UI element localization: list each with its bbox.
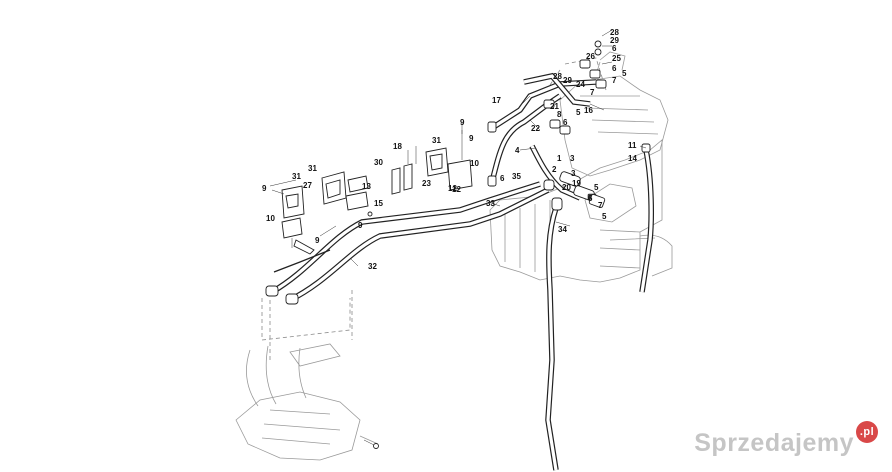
callout-label: 6 — [612, 44, 617, 53]
bracket-clamps-upper — [391, 130, 473, 195]
callout-label: 6 — [563, 118, 568, 127]
callout-label: 31 — [432, 136, 441, 145]
callout-label: 35 — [512, 172, 521, 181]
watermark-badge: .pl — [856, 421, 878, 443]
callout-label: 22 — [531, 124, 540, 133]
callout-label: 1 — [557, 154, 562, 163]
callout-label: 18 — [393, 142, 402, 151]
callout-label: 9 — [469, 134, 474, 143]
callout-label: 15 — [374, 199, 383, 208]
callout-label: 32 — [368, 262, 377, 271]
callout-label: 3 — [570, 154, 575, 163]
callout-label: 33 — [486, 199, 495, 208]
callout-label: 7 — [590, 88, 595, 97]
valve-couplers — [543, 40, 613, 208]
pipe-upper-loop — [523, 72, 591, 107]
callout-label: 19 — [572, 179, 581, 188]
pipe-34 — [545, 207, 559, 471]
callout-label: 7 — [612, 76, 617, 85]
bracket-clamps-middle — [321, 171, 373, 217]
pipe-fittings — [265, 121, 651, 305]
callout-label: 26 — [586, 52, 595, 61]
callout-label: 5 — [622, 69, 627, 78]
callout-label: 10 — [470, 159, 479, 168]
callout-label: 12 — [452, 185, 461, 194]
callout-label: 29 — [610, 36, 619, 45]
callout-label: 6 — [588, 194, 593, 203]
callout-label: 3 — [571, 169, 576, 178]
callout-label: 25 — [612, 54, 621, 63]
callout-label: 17 — [492, 96, 501, 105]
callout-label: 6 — [612, 64, 617, 73]
watermark-text: Sprzedajemy — [694, 429, 854, 457]
callout-label: 7 — [598, 201, 603, 210]
callout-label: 4 — [515, 146, 520, 155]
pipe-33 — [270, 181, 541, 295]
pipe-32 — [288, 187, 550, 303]
callout-label: 11 — [628, 141, 637, 150]
callout-label: 16 — [584, 106, 593, 115]
callout-label: 28 — [553, 72, 562, 81]
callout-label: 8 — [557, 110, 562, 119]
callout-label: 9 — [358, 221, 363, 230]
callout-label: 27 — [303, 181, 312, 190]
callout-label: 30 — [374, 158, 383, 167]
callout-label: 5 — [594, 183, 599, 192]
callout-label: 5 — [576, 108, 581, 117]
pipe-14 — [639, 149, 654, 293]
bolts — [269, 122, 463, 449]
callout-label: 28 — [610, 28, 619, 37]
callout-label: 5 — [602, 212, 607, 221]
callout-label: 14 — [628, 154, 637, 163]
pipe-left-thin — [273, 249, 331, 273]
pipe-22 — [489, 93, 562, 183]
callout-label: 31 — [308, 164, 317, 173]
callout-label: 31 — [292, 172, 301, 181]
callout-label: 9 — [315, 236, 320, 245]
bracket-clamps-left — [271, 185, 315, 255]
callout-label: 12 — [448, 184, 457, 193]
pipe-4 — [529, 144, 582, 201]
callout-label: 34 — [558, 225, 567, 234]
callout-label: 21 — [550, 102, 559, 111]
callout-leaders — [349, 29, 647, 267]
callout-label: 20 — [562, 183, 571, 192]
callout-label: 6 — [500, 174, 505, 183]
callout-label: 29 — [563, 76, 572, 85]
callout-label: 9 — [262, 184, 267, 193]
callout-label: 9 — [460, 118, 465, 127]
tractor-housing-ghost — [235, 51, 673, 461]
callout-label: 10 — [266, 214, 275, 223]
callout-label: 24 — [576, 80, 585, 89]
sprzedajemy-watermark: Sprzedajemy.pl — [694, 421, 878, 458]
callout-label: 13 — [362, 182, 371, 191]
callout-label: 2 — [552, 165, 557, 174]
callout-label: 23 — [422, 179, 431, 188]
callout-numbers: 28 29 6 26 25 6 5 28 29 24 7 7 17 21 16 … — [262, 28, 637, 271]
